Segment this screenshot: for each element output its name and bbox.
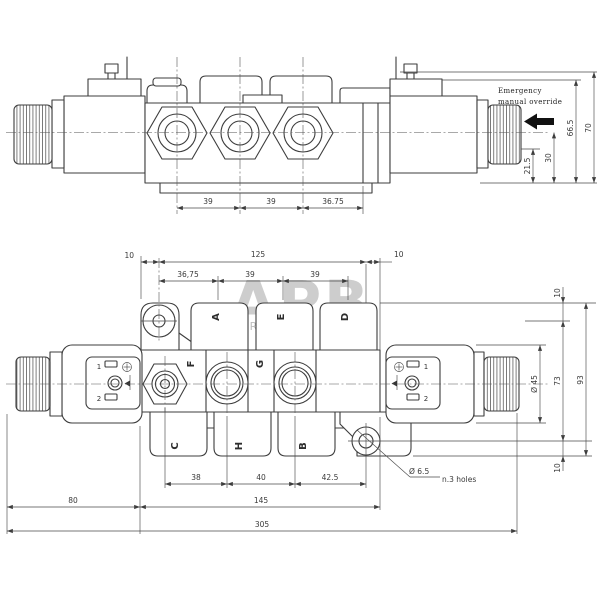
pin1-label: 1 xyxy=(424,363,428,371)
left-solenoid-plan: 1 2 xyxy=(15,344,143,424)
center-bore xyxy=(107,375,123,391)
earth-symbol xyxy=(394,362,404,372)
pin2-label: 2 xyxy=(424,395,428,403)
dim-port-e-to-d: 39 xyxy=(310,270,320,279)
dim-edge-to-hole: 10 xyxy=(124,251,134,260)
terminal-symbol xyxy=(406,360,420,368)
mid-plate xyxy=(242,94,283,104)
dim-port-spacing-1: 39 xyxy=(203,197,213,206)
earth-symbol xyxy=(122,362,132,372)
override-knob xyxy=(13,104,53,165)
centerlines xyxy=(6,57,548,214)
hole-note: Ø 6.5 n.3 holes xyxy=(356,429,476,484)
dim-body-width: 93 xyxy=(576,375,585,385)
port-tab-H xyxy=(213,411,272,457)
spade-terminal xyxy=(403,63,418,74)
boss-cap xyxy=(152,77,182,87)
top-tab xyxy=(269,75,333,104)
dim-hole-to-edge: 10 xyxy=(394,250,404,259)
centerlines xyxy=(6,258,548,459)
coil-body xyxy=(63,95,146,174)
override-knob xyxy=(487,104,522,165)
connector-block xyxy=(87,78,142,97)
plan-bottom-dimensions: 38 40 42.5 80 145 305 xyxy=(6,408,518,534)
port-tab-E xyxy=(255,302,314,351)
dim-hole-span: 73 xyxy=(553,376,562,386)
connector-block xyxy=(389,78,443,97)
coil-body xyxy=(389,95,478,174)
top-view-height-dimensions: 21.5 30 66.5 70 xyxy=(400,71,597,184)
hole-count-label: n.3 holes xyxy=(442,475,476,484)
dim-hex-to-f: 38 xyxy=(191,473,201,482)
dim-hole-to-bottom-edge: 10 xyxy=(553,463,562,473)
port-label-G: G xyxy=(255,360,266,368)
terminal-symbol xyxy=(406,393,420,401)
index-arrow-icon xyxy=(391,380,397,387)
pin1-label: 1 xyxy=(97,363,101,371)
top-view-dimensions: 39 39 36.75 xyxy=(177,186,364,214)
spade-terminal xyxy=(104,63,119,74)
dim-knob-offset: 21.5 xyxy=(523,157,532,174)
port-label-C: C xyxy=(170,442,181,449)
top-view: 39 39 36.75 21.5 30 66.5 70 Emergency ma… xyxy=(6,56,597,214)
top-step xyxy=(339,87,391,104)
note-line-1: Emergency xyxy=(498,87,542,95)
dim-port-to-edge: 36.75 xyxy=(322,197,344,206)
port-label-F: F xyxy=(186,361,197,368)
port-label-A: A xyxy=(211,313,222,321)
dim-top-edge-to-hole: 10 xyxy=(553,288,562,298)
dim-port-a-to-e: 39 xyxy=(245,270,255,279)
coil-collar xyxy=(476,99,489,169)
valve-body-side xyxy=(144,75,391,194)
port-tab-B xyxy=(277,411,336,457)
bottom-view: 1 2 1 2 xyxy=(6,250,596,534)
dim-knob-to-body: 80 xyxy=(68,496,78,505)
dim-overall-length: 305 xyxy=(255,520,270,529)
plan-top-dimensions: 10 125 10 36,75 39 39 xyxy=(124,250,404,350)
dim-center-to-base: 30 xyxy=(544,153,553,163)
hole-diameter-label: Ø 6.5 xyxy=(409,467,429,476)
top-boss xyxy=(146,84,188,104)
plan-right-dimensions: 10 73 93 10 Ø 45 xyxy=(380,287,596,473)
left-solenoid xyxy=(13,56,146,174)
port-letters: A E D F G C H B xyxy=(170,313,351,450)
bottom-flange xyxy=(159,182,373,194)
dim-coil-diameter: Ø 45 xyxy=(530,375,539,393)
port-label-E: E xyxy=(276,313,287,320)
dim-coil-top-to-base: 66.5 xyxy=(566,119,575,136)
index-arrow-icon xyxy=(124,380,130,387)
port-label-H: H xyxy=(234,442,245,450)
pin2-label: 2 xyxy=(97,395,101,403)
dim-f-to-g: 40 xyxy=(256,473,266,482)
dim-port-spacing-2: 39 xyxy=(266,197,276,206)
port-tab-C xyxy=(149,411,208,457)
right-solenoid xyxy=(389,56,522,174)
emergency-override-note: Emergency manual override xyxy=(498,87,562,130)
center-bore xyxy=(404,375,420,391)
coil-collar xyxy=(51,99,65,169)
dim-overall-height: 70 xyxy=(584,123,593,133)
port-label-B: B xyxy=(298,442,309,450)
port-label-D: D xyxy=(340,313,351,321)
override-arrow-icon xyxy=(524,113,554,130)
terminal-symbol xyxy=(104,393,118,401)
dim-hole-to-port-a: 36,75 xyxy=(177,270,199,279)
terminal-symbol xyxy=(104,360,118,368)
port-tab-D xyxy=(319,302,378,351)
port-tab-A xyxy=(190,302,249,351)
dim-g-to-hole: 42.5 xyxy=(322,473,339,482)
note-line-2: manual override xyxy=(498,98,562,106)
dim-body-length: 145 xyxy=(254,496,269,505)
dim-hole-to-hole: 125 xyxy=(251,250,266,259)
